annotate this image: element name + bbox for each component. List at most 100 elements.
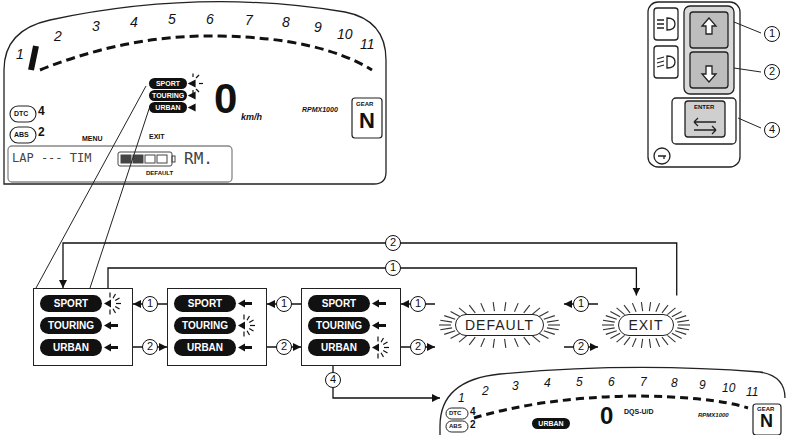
blink-ray [113,294,116,298]
blink-ray [469,305,475,313]
callout-number: 4 [325,372,341,388]
battery-icon [172,156,175,162]
dashboard-display: 1234567891011DTC4ABS2URBAN0DQS-U/DRPMX10… [440,368,785,435]
mode-pointer [379,302,386,305]
blink-ray [514,338,518,347]
blink-ray [617,335,625,342]
blink-ray [603,320,615,322]
dtc-level: 4 [38,105,45,119]
handlebar-switch [648,2,740,167]
mode-screen-box: SPORTTOURINGURBAN [33,288,133,366]
blink-ray [544,315,555,319]
callout-number: 1 [142,296,158,312]
tach-number: 2 [482,385,489,399]
mode-pointer [372,322,386,330]
blink-ray [109,310,110,315]
callout-number: 1 [276,296,292,312]
mode-pointer [196,75,199,78]
tachometer-scale [31,46,36,70]
blink-ray [602,324,614,325]
blink-ray [649,302,650,311]
mode-pointer [379,324,386,327]
mode-pointer [189,105,195,111]
mode-pointer [372,337,389,359]
tach-number: 2 [54,28,62,44]
blink-ray [243,315,244,320]
handlebar-switch [648,2,740,167]
tach-number: 1 [16,46,24,62]
dashboard-outline [4,2,386,184]
riding-mode-badge: URBAN [532,418,570,429]
blink-ray [632,338,636,347]
riding-mode-badge: URBAN [308,339,370,356]
abs-icon-label: ABS [449,423,462,429]
blink-ray [547,320,559,322]
mode-pointer [192,74,193,78]
tach-number: 8 [282,14,290,30]
abs-level: 2 [38,126,45,140]
callout-number: 2 [385,235,401,251]
mode-pointer [104,322,118,330]
mode-pointer [199,83,203,84]
blink-ray [493,302,494,311]
abs-level: 2 [470,419,476,430]
handlebar-switch [672,98,736,144]
blink-ray [544,330,555,334]
dqs-label: DQS-U/D [624,408,654,415]
blink-ray [656,303,660,312]
callout-leader [734,68,761,72]
mode-pointer [104,322,111,330]
blink-ray [384,347,389,348]
handlebar-switch [685,101,725,137]
blink-ray [641,302,642,311]
mode-pointer [238,300,245,308]
handlebar-switch [654,46,678,78]
blink-ray [547,327,559,329]
blink-ray [481,303,485,312]
exit-label: EXIT [149,133,165,141]
mode-pointer [372,344,379,352]
dtc-level: 4 [470,406,476,417]
callout-number: 1 [410,296,426,312]
handlebar-switch [690,12,728,48]
leader-line [36,86,146,288]
tach-number: 5 [168,11,176,27]
tach-number: 8 [671,377,678,391]
riding-mode-badge: URBAN [40,339,102,356]
blink-ray [247,316,250,320]
callout-number: 4 [764,122,780,138]
blink-ray [459,335,467,342]
default-label: DEFAULT [146,170,173,177]
tach-number: 9 [699,379,706,393]
blink-ray [641,338,642,347]
blink-ray [505,302,506,311]
riding-mode-badge: SPORT [308,295,370,312]
mode-pointer [372,300,379,308]
battery-icon [145,155,155,163]
blink-ray [524,305,530,313]
riding-mode-badge: SPORT [40,295,102,312]
blink-ray [539,333,549,338]
gear-indicator: N [359,110,375,132]
mode-pointer [189,74,203,111]
tach-number: 10 [337,26,353,42]
callout-number: 2 [142,339,158,355]
callout-number: 1 [385,260,401,276]
mode-pointer [196,89,199,92]
mode-pointer [238,315,255,337]
callout-leader [734,22,761,128]
mode-pointer [245,346,252,349]
blink-ray [617,307,625,314]
handlebar-switch [667,18,675,30]
mode-pointer [104,344,118,352]
tachometer-scale [40,36,372,70]
blink-ray [667,307,675,314]
mode-pointer [189,93,195,99]
blink-ray [610,311,620,316]
menu-label: MENU [82,135,103,143]
indicator-icon [446,408,468,419]
tach-number: 3 [512,380,519,394]
blink-ray [381,338,384,342]
gear-box [352,98,382,138]
battery-icon [121,155,131,163]
